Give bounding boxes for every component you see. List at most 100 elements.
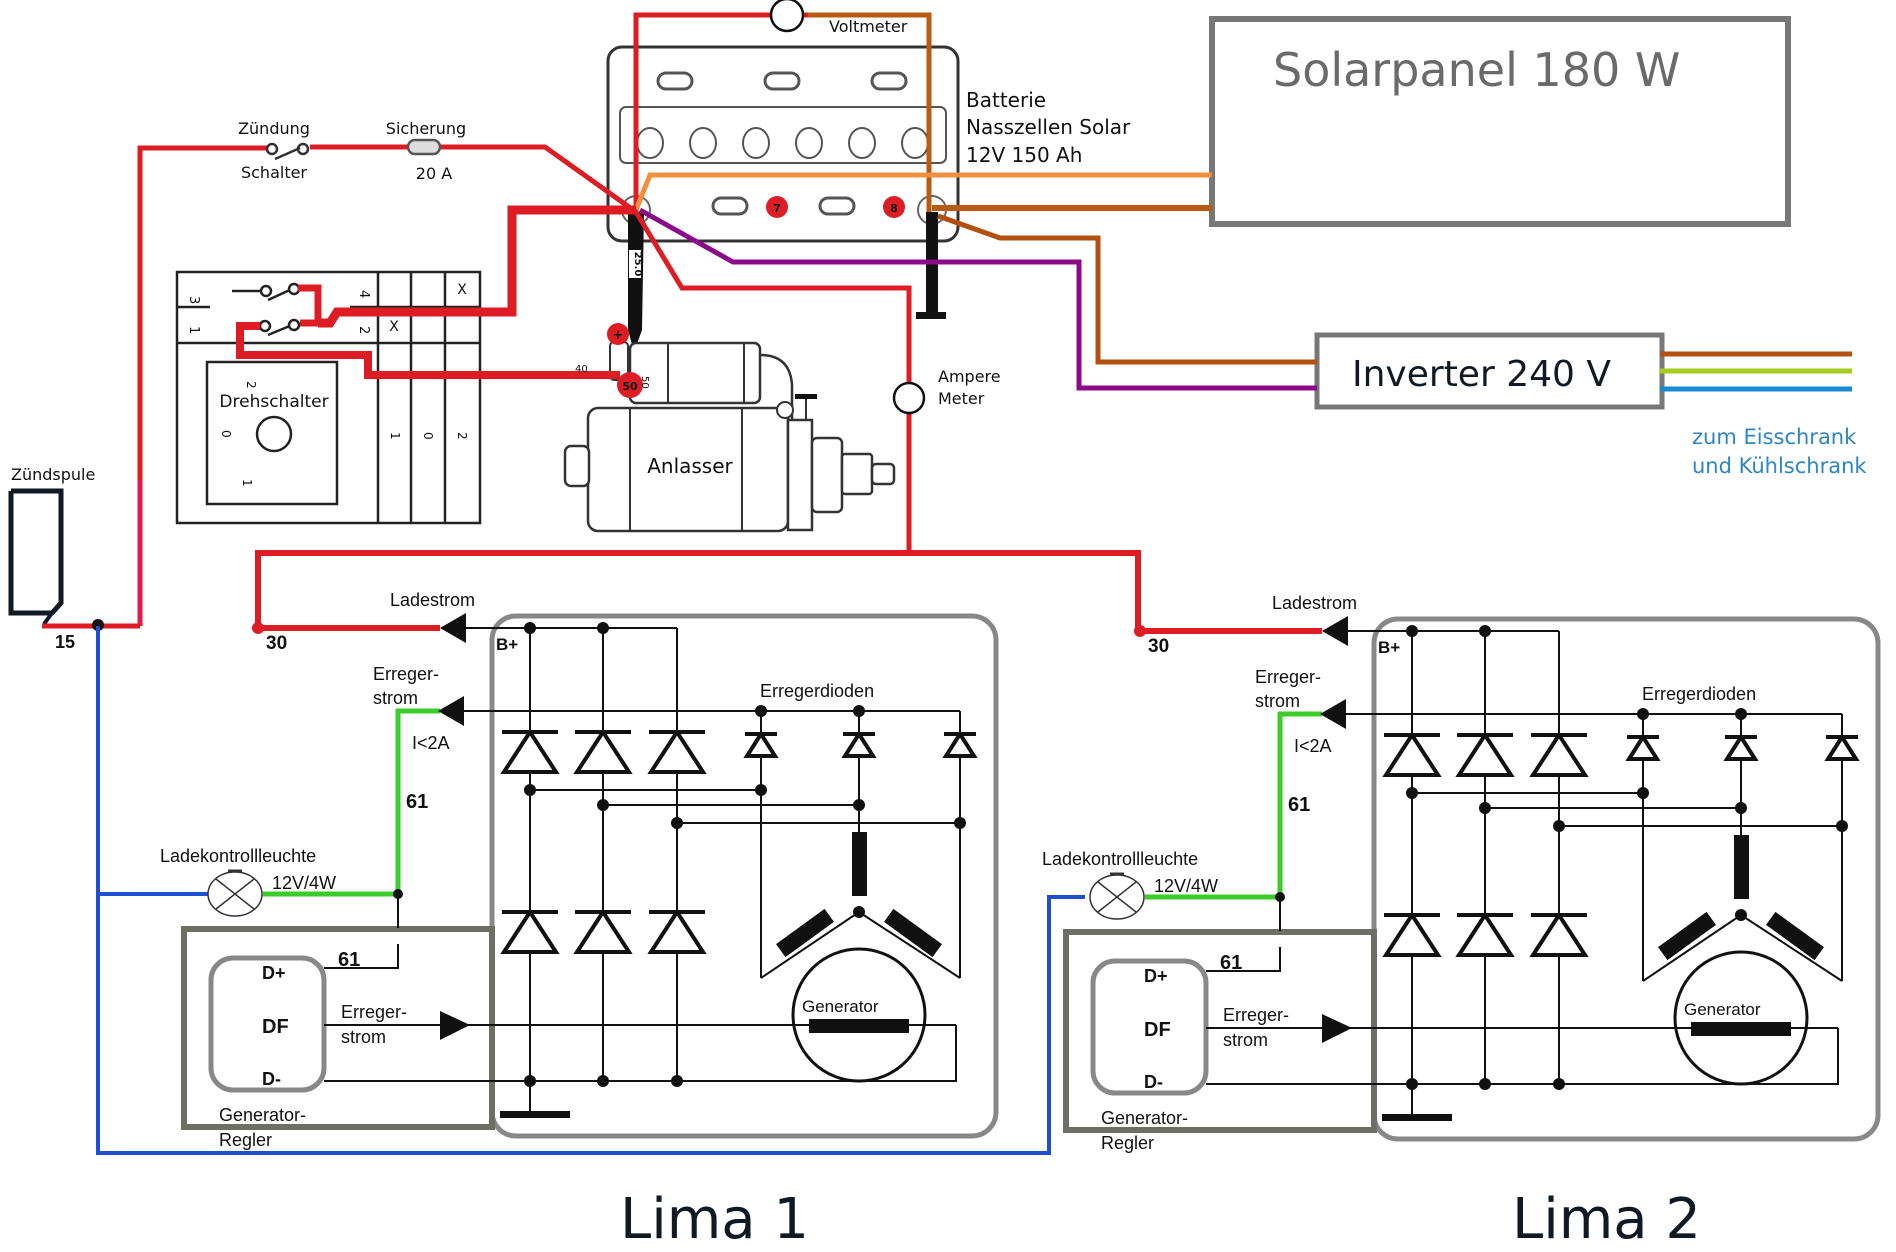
voltmeter: Voltmeter bbox=[633, 0, 932, 212]
starter-terminal-50 bbox=[617, 372, 643, 398]
rs-pos-1: 1 bbox=[240, 479, 254, 487]
fuse-icon bbox=[406, 138, 442, 156]
alternator-bus-wire bbox=[255, 550, 1141, 628]
ignition-wire-left bbox=[137, 145, 270, 626]
rectifier-diode-icon bbox=[1529, 911, 1589, 957]
rs-term-x2: X bbox=[457, 282, 467, 298]
lima-1-title: Lima 1 bbox=[620, 1187, 809, 1252]
charge-lamp-icon bbox=[207, 869, 263, 917]
ignition-coil: Zündspule 15 bbox=[8, 465, 140, 652]
regulator-erreger-label-2: strom bbox=[1223, 1030, 1268, 1050]
inverter-label: Inverter 240 V bbox=[1352, 354, 1611, 395]
excitation-wire bbox=[1145, 711, 1322, 900]
charge-lamp-rating: 12V/4W bbox=[1154, 876, 1218, 896]
inverter-note-2: und Kühlschrank bbox=[1692, 454, 1867, 478]
lima-2-title: Lima 2 bbox=[1512, 1187, 1701, 1252]
inverter-box bbox=[1314, 332, 1665, 410]
rs-switch-b-contact bbox=[258, 319, 272, 333]
regulator-housing bbox=[1063, 929, 1377, 1133]
rectifier-diode-icon bbox=[500, 908, 560, 954]
inverter: Inverter 240 V zum Eisschrank und Kühlsc… bbox=[1314, 332, 1867, 478]
ground-symbol bbox=[916, 312, 946, 319]
ignition-coil-body bbox=[8, 488, 64, 616]
regulator-erreger-label-1: Erreger- bbox=[1223, 1005, 1289, 1025]
battery-label-1: Batterie bbox=[966, 88, 1046, 112]
regulator-label-1: Generator- bbox=[219, 1105, 306, 1125]
charge-lamp-label: Ladekontrollleuchte bbox=[160, 846, 316, 866]
excitation-wire bbox=[263, 708, 440, 897]
rs-term-4: 4 bbox=[356, 290, 371, 298]
regulator-label-1: Generator- bbox=[1101, 1108, 1188, 1128]
erreger-label-1: Erreger- bbox=[373, 664, 439, 684]
current-limit-label: I<2A bbox=[1294, 736, 1332, 756]
ammeter-gauge bbox=[892, 381, 926, 415]
regulator-61-label: 61 bbox=[1220, 952, 1242, 974]
rotary-switch-knob[interactable] bbox=[255, 415, 293, 453]
terminal-61-label: 61 bbox=[406, 791, 428, 813]
rs-term-x1: X bbox=[389, 319, 399, 335]
ground-icon bbox=[500, 1111, 570, 1118]
rs-col-0: 0 bbox=[421, 432, 435, 440]
ladestrom-arrow bbox=[440, 613, 466, 643]
solarpanel: Solarpanel 180 W bbox=[1209, 16, 1791, 227]
ignition-label-bottom: Schalter bbox=[241, 163, 307, 182]
stator-winding-icon bbox=[852, 832, 867, 896]
ignition-circuit: Zündung Schalter Sicherung 20 A bbox=[137, 119, 638, 626]
erreger-label-2: strom bbox=[373, 688, 418, 708]
voltmeter-label: Voltmeter bbox=[829, 17, 908, 36]
rotary-switch-dial-plate bbox=[205, 360, 339, 506]
battery-label-2: Nasszellen Solar bbox=[966, 115, 1131, 139]
regulator-erreger-label-2: strom bbox=[341, 1027, 386, 1047]
starter-label: Anlasser bbox=[647, 454, 733, 478]
erregerdioden-label: Erregerdioden bbox=[1642, 684, 1756, 704]
starter-terminal-plus bbox=[607, 323, 629, 345]
alternator-lima-1: 30LadestromErreger-stromI<2A61Ladekontro… bbox=[160, 590, 999, 1150]
inverter-note-1: zum Eisschrank bbox=[1692, 425, 1857, 449]
ladestrom-arrow bbox=[1322, 616, 1348, 646]
rs-pos-2: 2 bbox=[244, 381, 258, 389]
alternator-housing bbox=[489, 613, 999, 1139]
rs-term-1: 1 bbox=[186, 326, 201, 334]
regulator-dplus-label: D+ bbox=[1144, 966, 1168, 986]
regulator-erreger-label-1: Erreger- bbox=[341, 1002, 407, 1022]
regulator-dminus-label: D- bbox=[1144, 1072, 1163, 1092]
exciter-diode-icon bbox=[743, 730, 779, 758]
stator-winding-icon bbox=[1734, 835, 1749, 899]
starter-40-label: 40 bbox=[575, 364, 588, 375]
rs-term-3: 3 bbox=[186, 296, 201, 304]
charge-wire-upper bbox=[633, 210, 912, 383]
battery: 7 8 Batterie Nasszellen Solar 12V 150 Ah bbox=[606, 45, 1131, 319]
battery-marker-7-label: 7 bbox=[773, 202, 781, 215]
erreger-arrow bbox=[438, 696, 464, 726]
regulator-df-label: DF bbox=[262, 1016, 289, 1038]
fuse-wire-right bbox=[440, 144, 638, 215]
starter-solenoid bbox=[628, 341, 762, 405]
terminal-15-label: 15 bbox=[55, 632, 75, 652]
main-switch-wire bbox=[318, 205, 636, 328]
rectifier-diode-icon bbox=[500, 728, 560, 774]
erreger-arrow bbox=[1320, 699, 1346, 729]
terminal-61-label: 61 bbox=[1288, 794, 1310, 816]
voltmeter-wire-plus bbox=[633, 12, 765, 212]
fuse-label-top: Sicherung bbox=[386, 119, 466, 138]
ladestrom-label: Ladestrom bbox=[390, 590, 475, 610]
rotary-switch-label: Drehschalter bbox=[219, 392, 328, 412]
battery-cell-strip bbox=[619, 106, 947, 164]
starter-plus-label: + bbox=[613, 328, 624, 343]
rs-switch-a-contact bbox=[259, 284, 273, 298]
regulator-61-label: 61 bbox=[338, 949, 360, 971]
starter-pinion bbox=[840, 452, 874, 496]
ignition-switch-contact-a bbox=[265, 142, 279, 156]
battery-starter-cable: 25.0 bbox=[628, 212, 644, 352]
ignition-coil-label: Zündspule bbox=[11, 465, 95, 484]
lamp-supply-wire bbox=[96, 626, 1085, 1155]
charge-lamp-icon bbox=[1089, 872, 1145, 920]
regulator-housing bbox=[181, 926, 495, 1130]
generator-icon bbox=[1673, 950, 1809, 1086]
battery-marker-8-label: 8 bbox=[890, 202, 898, 215]
regulator-dminus-label: D- bbox=[262, 1069, 281, 1089]
exciter-diode-icon bbox=[942, 730, 978, 758]
rectifier-diode-icon bbox=[1382, 911, 1442, 957]
rs-col-2: 2 bbox=[455, 432, 469, 440]
